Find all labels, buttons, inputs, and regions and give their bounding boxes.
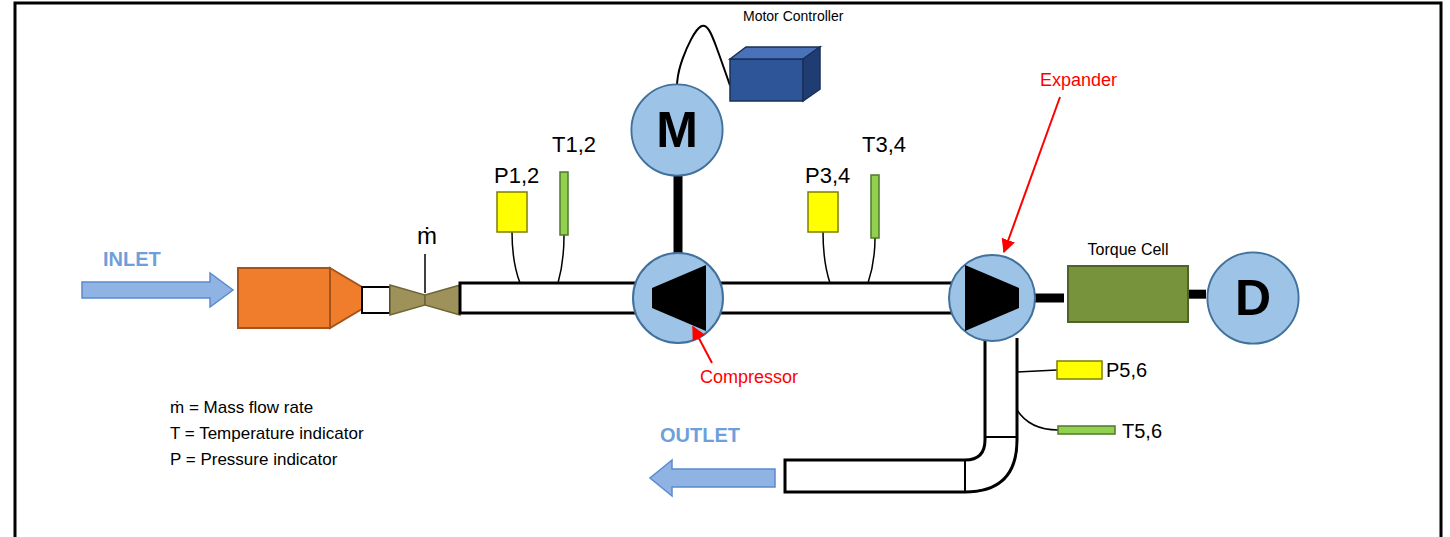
torque-cell-box <box>1067 265 1189 323</box>
sensor-label: T3,4 <box>862 132 906 158</box>
pipe-joint <box>964 460 966 492</box>
temperature-sensor <box>560 172 568 235</box>
callout-arrow <box>693 327 712 363</box>
circle-fill <box>631 84 722 175</box>
motor-shaft <box>674 176 683 254</box>
key-text: P = Pressure indicator <box>170 450 337 470</box>
leader-line <box>424 254 426 293</box>
flow-label: INLET <box>103 247 161 271</box>
pipe <box>715 283 955 313</box>
torque-cell-body <box>1068 266 1188 322</box>
pressure-sensor <box>1057 361 1102 379</box>
component-label: Motor Controller <box>743 8 848 25</box>
circle-fill <box>1207 252 1298 343</box>
temperature-sensor <box>871 175 879 238</box>
pressure-sensor <box>497 192 527 232</box>
sensor-wire <box>823 232 830 283</box>
compressor-symbol <box>633 253 723 343</box>
pipe-joint <box>985 436 1017 438</box>
compressor-blade <box>652 265 706 331</box>
component-label: Torque Cell <box>1063 240 1193 259</box>
sensor-wire <box>512 232 520 283</box>
frame <box>15 3 1441 537</box>
torque-cell: Torque Cell <box>1063 240 1193 323</box>
expander-shaft <box>1034 294 1064 303</box>
temperature-sensor <box>1058 426 1115 434</box>
symbol-label: ṁ <box>417 222 437 251</box>
drive-shaft <box>1188 290 1206 299</box>
inlet-filter <box>238 268 330 328</box>
venturi <box>425 285 460 315</box>
callout-label: Compressor <box>700 367 798 389</box>
sensor-label: T1,2 <box>552 132 596 158</box>
controller-box <box>728 45 823 103</box>
pipe-stub <box>362 287 390 313</box>
venturi <box>390 285 425 315</box>
sensor-wire <box>1017 370 1057 372</box>
pipe <box>460 283 645 313</box>
sensor-label: P1,2 <box>494 163 539 189</box>
sensor-label: P3,4 <box>805 163 850 189</box>
key-text: T = Temperature indicator <box>170 424 364 444</box>
control-wire <box>677 26 730 86</box>
symbol-letter: D <box>1235 273 1271 323</box>
flow-label: OUTLET <box>660 423 740 447</box>
inlet-cone <box>330 268 362 328</box>
box-front <box>730 59 803 101</box>
sensor-wire <box>1017 410 1058 430</box>
sensor-wire <box>558 235 564 283</box>
symbol-letter: M <box>656 105 698 155</box>
callout-arrow <box>1004 97 1060 252</box>
expander-symbol <box>949 255 1035 341</box>
pressure-sensor <box>808 192 838 232</box>
outlet-pipe <box>785 338 1017 492</box>
expander-blade <box>965 265 1019 331</box>
motor-controller: Motor Controller <box>728 8 848 103</box>
box-side <box>803 47 820 101</box>
inlet-arrow <box>82 273 233 307</box>
callout-label: Expander <box>1040 70 1117 92</box>
dynamometer-circle: D <box>1206 251 1300 345</box>
motor-circle: M <box>630 83 724 177</box>
outlet-arrow <box>650 460 775 496</box>
sensor-wire <box>868 238 875 283</box>
sensor-label: T5,6 <box>1122 419 1162 443</box>
key-text: ṁ = Mass flow rate <box>170 398 313 418</box>
sensor-label: P5,6 <box>1106 358 1147 382</box>
